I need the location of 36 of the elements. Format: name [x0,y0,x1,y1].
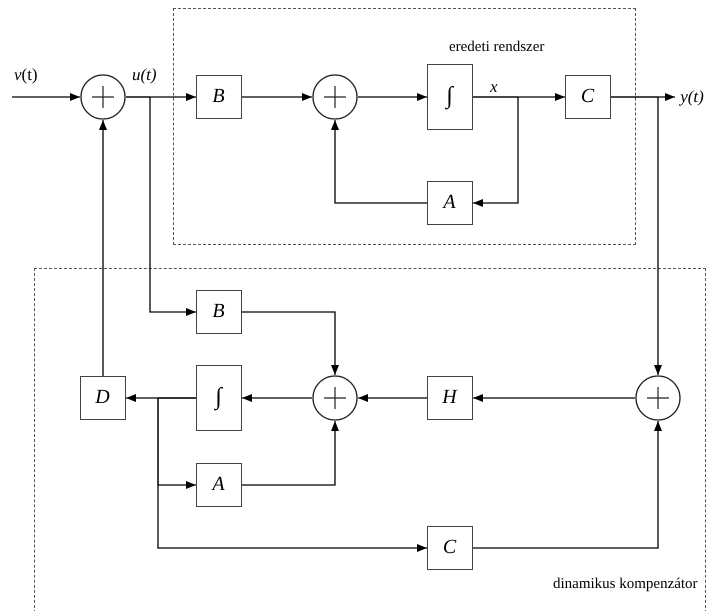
gain-block: D [80,376,126,420]
signal-arrow [242,93,312,101]
signal-arrow [157,397,427,552]
gain-block: B [196,290,242,334]
region-label: eredeti rendszer [449,39,544,56]
signal-label: y(t) [675,86,709,108]
signal-arrow [473,394,635,402]
signal-arrow [473,421,662,549]
signal-arrow [242,311,339,375]
integrator-block: ∫ [196,364,242,430]
summing-junction [312,74,358,120]
gain-block: B [196,74,242,118]
signal-arrow [126,96,196,316]
integrator-block: ∫ [426,64,472,130]
signal-arrow [611,96,662,375]
summing-junction [80,74,126,120]
signal-arrow [12,93,80,101]
edge-label: u(t) [132,66,157,83]
summing-junction [312,374,358,420]
signal-arrow [242,394,312,402]
signal-arrow [99,120,107,376]
edge-label: v(t) [14,66,38,83]
signal-arrow [242,421,339,486]
signal-arrow [331,120,427,204]
summing-junction [634,374,680,420]
signal-arrow [473,96,519,207]
signal-arrow [358,394,427,402]
dashed-region [34,268,706,611]
gain-block: H [426,376,472,420]
signal-arrow [358,93,427,101]
gain-block: A [426,180,472,224]
region-label: dinamikus kompenzátor [553,576,698,593]
gain-block: C [426,526,472,570]
gain-block: C [564,74,610,118]
gain-block: A [196,462,242,506]
dashed-region [173,8,636,245]
